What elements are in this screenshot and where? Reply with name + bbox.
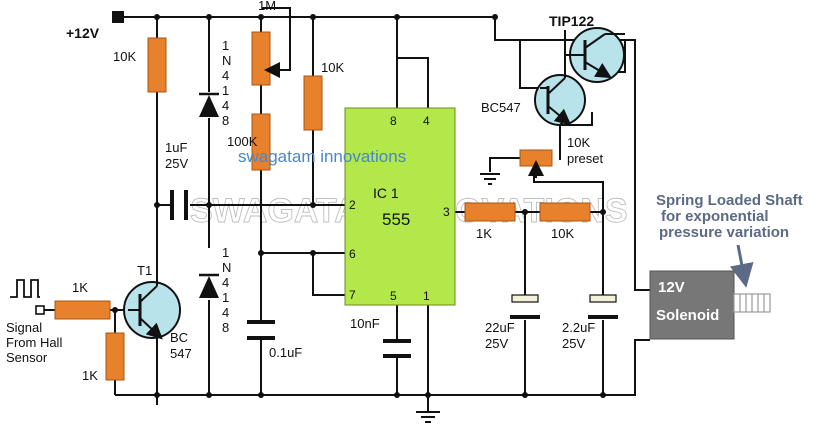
ic-pin-5: 5 [390, 289, 397, 303]
capacitor-2u2f [588, 294, 618, 319]
capacitor-1uf-volt: 25V [165, 156, 188, 171]
ic-pin-6: 6 [349, 247, 356, 261]
resistor-10k-top-label: 10K [113, 49, 136, 64]
transistor-t1 [123, 278, 181, 340]
capacitor-2u2f-volt: 25V [562, 336, 585, 351]
square-wave-icon [10, 279, 40, 298]
diode-part-char: 1 [222, 38, 229, 53]
ic-555 [344, 107, 456, 306]
preset-10k [519, 149, 553, 178]
input-label-line3: Sensor [6, 350, 48, 365]
ic-pin-1: 1 [423, 289, 430, 303]
potentiometer-1m [251, 7, 291, 86]
transistor-t1-part: BC [170, 330, 188, 345]
capacitor-1uf [170, 190, 188, 220]
resistor-1k-input-label: 1K [72, 280, 88, 295]
diode-part-char: 1 [222, 83, 229, 98]
diode-part-char: N [222, 260, 231, 275]
resistor-10k-top [147, 37, 167, 93]
solenoid-line1: 12V [658, 279, 685, 296]
resistor-1k-base [105, 332, 125, 381]
resistor-10k-mid-label: 10K [321, 60, 344, 75]
ground-symbol-main [416, 411, 440, 423]
solenoid-body [649, 270, 735, 340]
diode-part-char: 4 [222, 68, 229, 83]
diode-bottom [199, 273, 219, 298]
transistor-t1-ref: T1 [137, 263, 152, 278]
transistor-t1-num: 547 [170, 346, 192, 361]
ic-name: IC 1 [373, 185, 399, 201]
ic-pin-7: 7 [349, 288, 356, 302]
resistor-10k-mid [303, 75, 323, 131]
resistor-1k-out-label: 1K [476, 226, 492, 241]
capacitor-22uf-value: 22uF [485, 320, 515, 335]
capacitor-10nf [383, 339, 411, 358]
ic-pin-3: 3 [443, 205, 450, 219]
supply-label: +12V [66, 25, 100, 41]
diode-part-char: 1 [222, 245, 229, 260]
resistor-1k-out [464, 202, 516, 222]
annotation-line3: pressure variation [659, 224, 789, 241]
ic-pin-8: 8 [390, 114, 397, 128]
preset-word-label: preset [567, 151, 604, 166]
resistor-100k-label: 100K [227, 134, 258, 149]
preset-value-label: 10K [567, 135, 590, 150]
diode-part-char: 1 [222, 290, 229, 305]
capacitor-01uf [247, 320, 275, 340]
annotation-arrow [729, 244, 754, 288]
diode-part-char: 8 [222, 113, 229, 128]
capacitor-2u2f-value: 2.2uF [562, 320, 595, 335]
supply-terminal [112, 11, 124, 23]
diode-part-char: 8 [222, 320, 229, 335]
diode-part-char: N [222, 53, 231, 68]
input-label-line2: From Hall [6, 335, 62, 350]
transistor-tip122 [565, 27, 625, 83]
resistor-1k-input [54, 300, 111, 320]
annotation-line1: Spring Loaded Shaft [656, 192, 803, 209]
capacitor-01uf-label: 0.1uF [269, 345, 302, 360]
diode-top [199, 92, 219, 117]
spring-shaft [733, 293, 771, 313]
resistor-10k-out-label: 10K [551, 226, 574, 241]
transistor-bc547 [534, 40, 586, 126]
resistor-10k-out [539, 202, 591, 222]
solenoid-line2: Solenoid [656, 307, 719, 324]
capacitor-22uf-volt: 25V [485, 336, 508, 351]
ground-symbol-preset [480, 173, 500, 185]
diode-part-char: 4 [222, 305, 229, 320]
capacitor-1uf-value: 1uF [165, 140, 187, 155]
ic-type: 555 [382, 210, 410, 229]
input-label-line1: Signal [6, 320, 42, 335]
capacitor-22uf [510, 294, 540, 319]
input-terminal [35, 305, 45, 315]
ic-pin-2: 2 [349, 198, 356, 212]
diode-part-char: 4 [222, 275, 229, 290]
resistor-1k-base-label: 1K [82, 368, 98, 383]
wires [40, 16, 650, 412]
ic-pin-4: 4 [423, 114, 430, 128]
junctions [112, 14, 606, 398]
watermark-text: swagatam innovations [238, 147, 406, 166]
capacitor-10nf-label: 10nF [350, 316, 380, 331]
annotation-line2: for exponential [661, 208, 769, 225]
diode-part-char: 4 [222, 98, 229, 113]
transistor-bc547-label: BC547 [481, 100, 521, 115]
resistor-100k [251, 113, 271, 171]
potentiometer-label: 1M [258, 0, 276, 13]
transistor-tip122-label: TIP122 [549, 13, 594, 29]
